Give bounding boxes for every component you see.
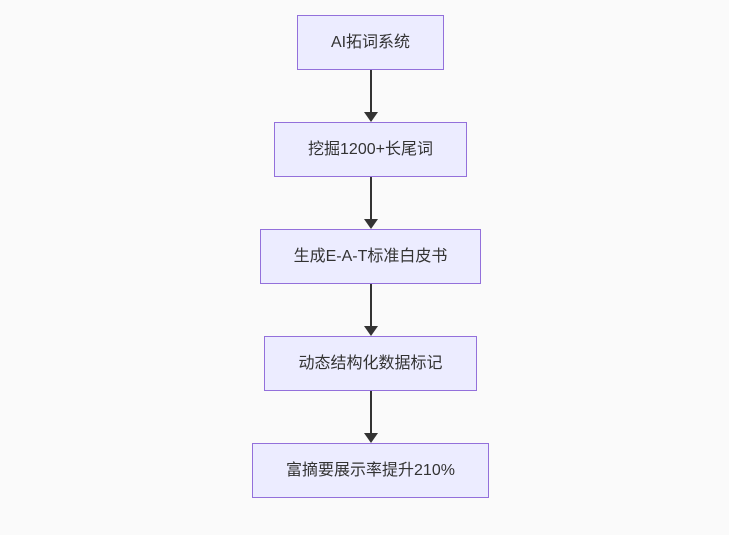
node-label: 富摘要展示率提升210%	[286, 461, 455, 479]
node-label: 挖掘1200+长尾词	[308, 140, 433, 158]
arrow-shaft	[369, 70, 372, 113]
arrow-down-icon	[363, 70, 378, 122]
flowchart-node-rich-snippet-result: 富摘要展示率提升210%	[252, 443, 489, 498]
arrowhead-icon	[363, 433, 378, 443]
flowchart-node-ai-system: AI拓词系统	[296, 15, 445, 70]
flowchart-node-eat-whitepaper: 生成E-A-T标准白皮书	[259, 229, 482, 284]
node-label: AI拓词系统	[330, 33, 411, 51]
arrow-shaft	[369, 177, 372, 220]
arrowhead-icon	[363, 219, 378, 229]
arrowhead-icon	[363, 326, 378, 336]
arrow-shaft	[369, 284, 372, 327]
arrowhead-icon	[363, 112, 378, 122]
arrow-down-icon	[363, 177, 378, 229]
flowchart-node-structured-data: 动态结构化数据标记	[264, 336, 477, 391]
flowchart-node-longtail-words: 挖掘1200+长尾词	[274, 122, 467, 177]
arrow-down-icon	[363, 284, 378, 336]
node-label: 生成E-A-T标准白皮书	[293, 247, 448, 265]
arrow-shaft	[369, 391, 372, 434]
node-label: 动态结构化数据标记	[298, 354, 443, 372]
arrow-down-icon	[363, 391, 378, 443]
